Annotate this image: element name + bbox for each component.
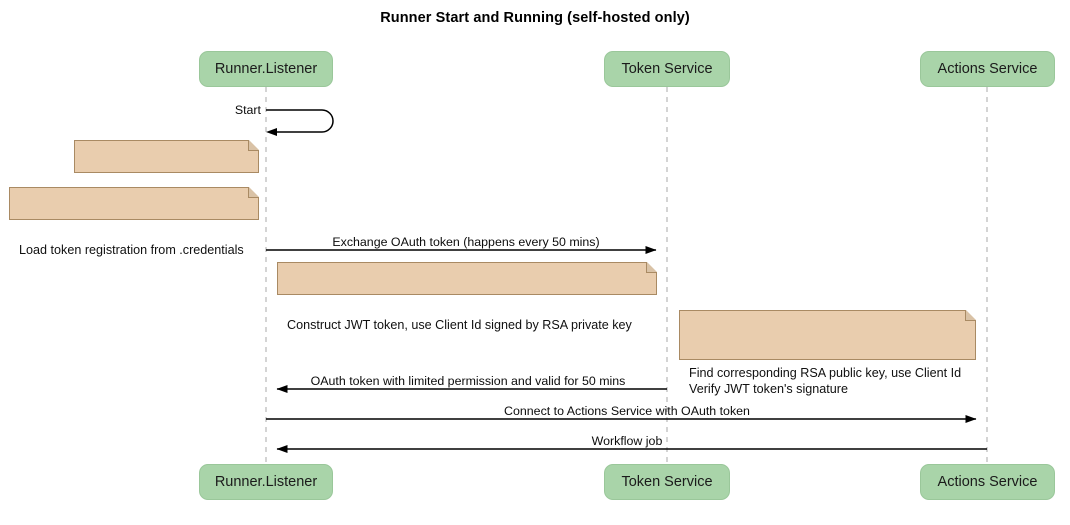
note-text: Load token registration from .credential… [19,243,244,257]
note-load-config: Load config info from .runner [74,139,260,210]
message-label-connect-to-actions-service: Connect to Actions Service with OAuth to… [504,404,750,418]
participant-label: Actions Service [937,60,1038,77]
participant-label: Runner.Listener [214,60,318,77]
participant-header-actions[interactable]: Actions Service [920,51,1055,87]
participant-label: Token Service [621,473,713,490]
message-label-workflow-job: Workflow job [591,434,663,448]
note-load-token-registration: Load token registration from .credential… [9,186,260,257]
page-title: Runner Start and Running (self-hosted on… [380,10,690,26]
participant-header-runner[interactable]: Runner.Listener [199,51,333,87]
participant-footer-actions[interactable]: Actions Service [920,464,1055,500]
participant-label: Runner.Listener [214,473,318,490]
participant-label: Token Service [621,60,713,77]
participant-footer-runner[interactable]: Runner.Listener [199,464,333,500]
participant-footer-token[interactable]: Token Service [604,464,730,500]
note-fold-icon [248,186,260,198]
participant-label: Actions Service [937,473,1038,490]
note-fold-icon [248,139,260,151]
message-label-exchange-oauth-token: Exchange OAuth token (happens every 50 m… [332,235,600,249]
note-fold-icon [646,261,658,273]
note-construct-jwt: Construct JWT token, use Client Id signe… [277,261,658,332]
note-text: Find corresponding RSA public key, use C… [689,366,962,396]
note-text: Construct JWT token, use Client Id signe… [287,318,632,332]
participant-header-token[interactable]: Token Service [604,51,730,87]
self-message-start [266,109,334,136]
message-label-start: Start [234,103,261,117]
note-verify-jwt: Find corresponding RSA public key, use C… [679,309,977,396]
message-label-oauth-token-reply: OAuth token with limited permission and … [310,374,626,388]
note-fold-icon [965,309,977,321]
